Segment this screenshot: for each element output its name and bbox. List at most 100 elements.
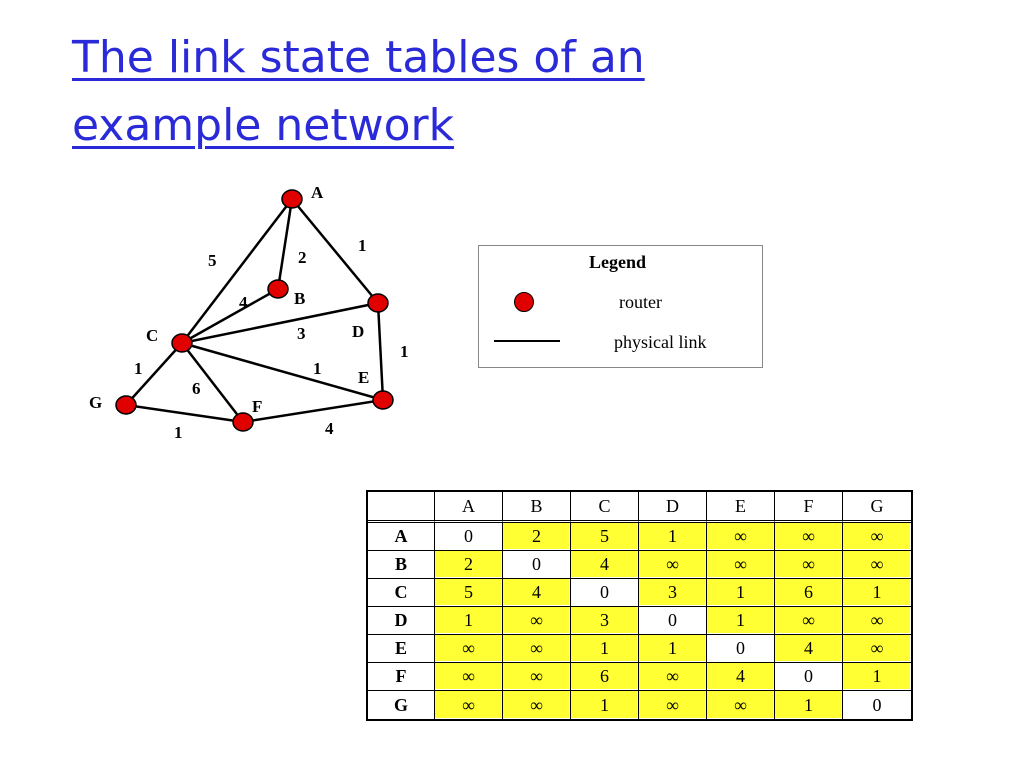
physical-link-line-icon bbox=[494, 340, 560, 342]
table-cell: ∞ bbox=[503, 663, 571, 691]
table-cell: 1 bbox=[571, 635, 639, 663]
row-header-d: D bbox=[368, 607, 435, 635]
link-cost-a-c: 5 bbox=[208, 251, 217, 270]
router-label-b: B bbox=[294, 289, 305, 308]
link-a-b bbox=[276, 198, 294, 290]
router-label-a: A bbox=[311, 183, 324, 202]
table-corner-cell bbox=[368, 492, 435, 523]
row-header-g: G bbox=[368, 691, 435, 719]
table-cell: ∞ bbox=[775, 607, 843, 635]
legend-title: Legend bbox=[589, 252, 647, 272]
table-cell: 6 bbox=[775, 579, 843, 607]
table-cell: 3 bbox=[571, 607, 639, 635]
table-cell: ∞ bbox=[843, 523, 911, 551]
table-cell: 1 bbox=[775, 691, 843, 719]
table-cell: 4 bbox=[571, 551, 639, 579]
link-cost-d-e: 1 bbox=[400, 342, 409, 361]
table-cell: 6 bbox=[571, 663, 639, 691]
link-cost-c-g: 1 bbox=[134, 359, 143, 378]
column-header-a: A bbox=[435, 492, 503, 523]
table-cell: 1 bbox=[639, 523, 707, 551]
table-cell: 0 bbox=[707, 635, 775, 663]
legend-router-label: router bbox=[619, 292, 662, 312]
row-header-b: B bbox=[368, 551, 435, 579]
table-cell: 0 bbox=[843, 691, 911, 719]
column-header-e: E bbox=[707, 492, 775, 523]
column-header-d: D bbox=[639, 492, 707, 523]
router-dot-icon bbox=[514, 292, 534, 312]
link-cost-b-c: 4 bbox=[239, 293, 248, 312]
network-links bbox=[125, 198, 385, 424]
table-cell: 0 bbox=[503, 551, 571, 579]
table-cell: ∞ bbox=[503, 635, 571, 663]
table-cell: 1 bbox=[843, 663, 911, 691]
router-label-f: F bbox=[252, 397, 262, 416]
router-a bbox=[281, 189, 303, 209]
table-cell: 5 bbox=[435, 579, 503, 607]
legend-box: Legend router physical link bbox=[478, 245, 763, 368]
table-cell: 1 bbox=[707, 607, 775, 635]
table-cell: ∞ bbox=[503, 691, 571, 719]
router-c bbox=[171, 333, 193, 353]
table-cell: 1 bbox=[843, 579, 911, 607]
router-e bbox=[372, 390, 394, 410]
column-header-c: C bbox=[571, 492, 639, 523]
legend-link-label: physical link bbox=[614, 332, 707, 352]
table-cell: ∞ bbox=[435, 663, 503, 691]
link-cost-c-f: 6 bbox=[192, 379, 201, 398]
row-header-e: E bbox=[368, 635, 435, 663]
link-c-d bbox=[181, 301, 379, 345]
table-cell: 1 bbox=[571, 691, 639, 719]
router-label-e: E bbox=[358, 368, 369, 387]
table-cell: 1 bbox=[707, 579, 775, 607]
link-cost-c-d: 3 bbox=[297, 324, 306, 343]
table-cell: ∞ bbox=[843, 635, 911, 663]
link-c-g bbox=[125, 342, 183, 406]
router-g bbox=[115, 395, 137, 415]
table-cell: ∞ bbox=[843, 607, 911, 635]
router-f bbox=[232, 412, 254, 432]
network-routers bbox=[115, 189, 394, 432]
router-label-c: C bbox=[146, 326, 158, 345]
table-cell: 5 bbox=[571, 523, 639, 551]
table-cell: ∞ bbox=[639, 691, 707, 719]
table-cell: 0 bbox=[775, 663, 843, 691]
page-title-line-1: The link state tables of an bbox=[72, 32, 645, 83]
router-b bbox=[267, 279, 289, 299]
table-cell: ∞ bbox=[639, 663, 707, 691]
link-d-e bbox=[376, 302, 385, 401]
column-header-g: G bbox=[843, 492, 911, 523]
table-cell: 2 bbox=[503, 523, 571, 551]
table-cell: ∞ bbox=[707, 691, 775, 719]
row-header-f: F bbox=[368, 663, 435, 691]
link-a-c bbox=[181, 198, 293, 344]
router-labels: A B C D E F G bbox=[89, 183, 369, 416]
row-header-a: A bbox=[368, 523, 435, 551]
link-cost-a-d: 1 bbox=[358, 236, 367, 255]
table-cell: ∞ bbox=[435, 635, 503, 663]
table-cell: 4 bbox=[707, 663, 775, 691]
link-cost-c-e: 1 bbox=[313, 359, 322, 378]
table-cell: 4 bbox=[775, 635, 843, 663]
link-f-e bbox=[242, 398, 384, 424]
link-c-f bbox=[181, 342, 244, 423]
table-cell: ∞ bbox=[435, 691, 503, 719]
table-cell: ∞ bbox=[707, 523, 775, 551]
page-title-line-2: example network bbox=[72, 100, 455, 151]
table-cell: ∞ bbox=[843, 551, 911, 579]
router-label-g: G bbox=[89, 393, 102, 412]
link-cost-f-e: 4 bbox=[325, 419, 334, 438]
table-cell: ∞ bbox=[775, 551, 843, 579]
table-cell: 0 bbox=[435, 523, 503, 551]
link-cost-g-f: 1 bbox=[174, 423, 183, 442]
link-b-c bbox=[181, 287, 279, 345]
router-label-d: D bbox=[352, 322, 364, 341]
